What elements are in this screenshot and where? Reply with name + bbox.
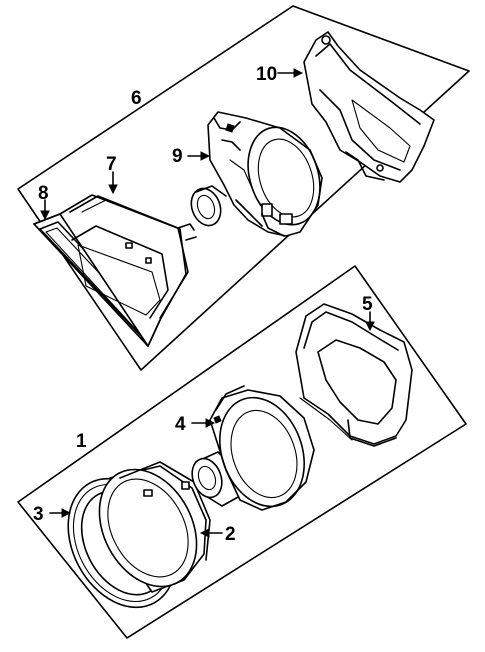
callout-4: 4	[175, 414, 186, 435]
callout-3: 3	[33, 504, 44, 525]
part-7-sealed-beam	[59, 194, 197, 347]
part-9-mount-bracket	[207, 111, 323, 237]
part-4-round-bracket	[209, 385, 315, 511]
part-9-adapter-ring	[190, 185, 227, 227]
lower-assembly-box	[17, 265, 467, 639]
upper-assembly-box	[17, 5, 470, 371]
callout-1: 1	[76, 431, 87, 452]
part-2-round-sealed-beam	[98, 461, 211, 593]
callout-9: 9	[172, 146, 183, 167]
part-5-housing	[295, 303, 413, 447]
part-10-housing-panel	[303, 31, 435, 183]
callout-6: 6	[131, 88, 142, 109]
callout-8: 8	[38, 183, 49, 204]
callout-labels: 6 7 8 9 10 5 4 1 3 2	[33, 64, 373, 545]
callout-2: 2	[225, 524, 236, 545]
callout-7: 7	[106, 154, 117, 175]
callout-5: 5	[362, 294, 373, 315]
leader-lines	[40, 68, 375, 538]
callout-10: 10	[256, 64, 277, 85]
